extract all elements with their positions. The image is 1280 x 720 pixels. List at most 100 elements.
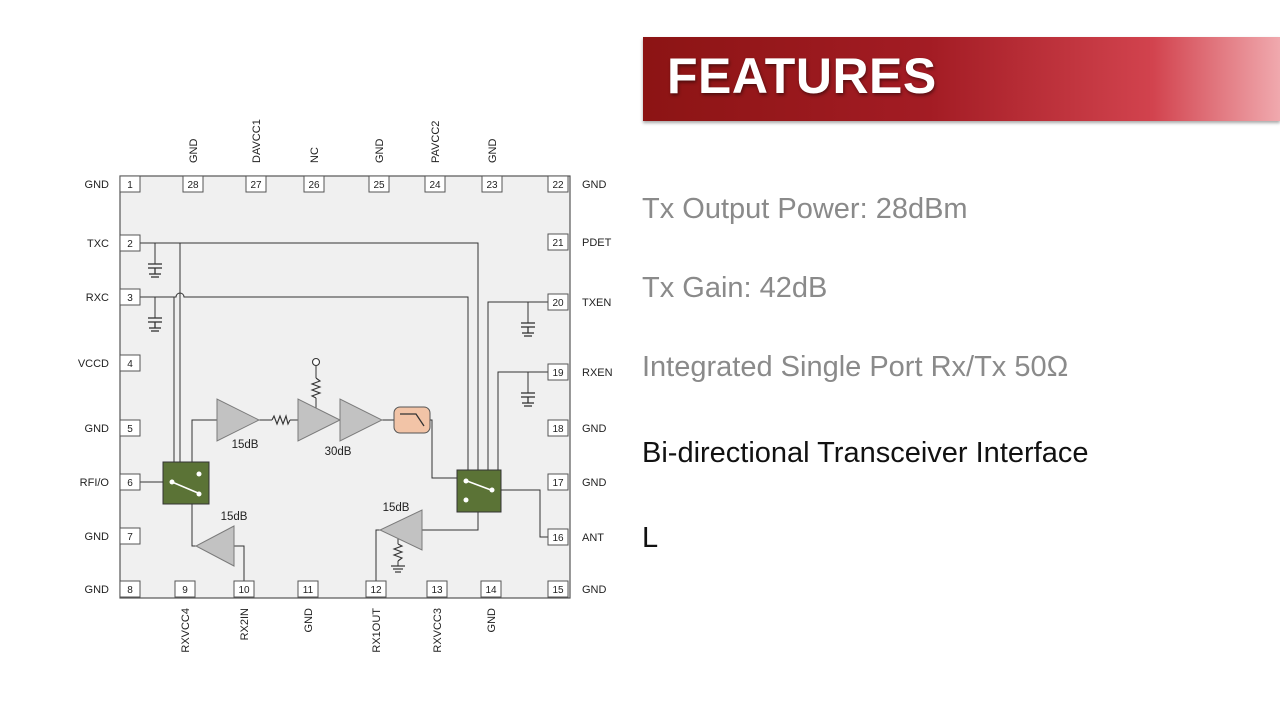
spdt-switch-icon	[162, 461, 210, 505]
pin-16	[547, 528, 569, 546]
pin-number: 24	[429, 180, 441, 191]
pin-6	[119, 473, 141, 491]
pin-number: 14	[485, 585, 497, 596]
pin-number: 18	[552, 424, 564, 435]
pin-number: 2	[127, 239, 133, 250]
pin-number: 16	[552, 533, 564, 544]
gain-label-rx2: 15dB	[221, 511, 248, 523]
pin-number: 7	[127, 532, 133, 543]
pin-2	[119, 234, 141, 252]
amplifier-triangle-icon	[194, 525, 235, 567]
amplifier-triangle-icon	[216, 398, 261, 442]
pin-19	[547, 363, 569, 381]
pin-1	[119, 175, 141, 193]
feature-tx-gain: Tx Gain: 42dB	[642, 272, 828, 304]
pin-number: 17	[552, 478, 564, 489]
capacitor-icon	[521, 392, 535, 407]
pin-8	[119, 580, 141, 598]
pin-number: 26	[308, 180, 320, 191]
pin-label-gnd: GND	[582, 179, 607, 191]
pin-label-txc: TXC	[87, 238, 109, 250]
pin-label-pavcc2: PAVCC2	[430, 121, 442, 163]
pin-28	[182, 175, 204, 193]
pin-23	[481, 175, 503, 193]
pin-label-rx1out: RX1OUT	[371, 608, 383, 653]
amplifier-triangle-icon	[339, 398, 384, 442]
pin-7	[119, 527, 141, 545]
pin-label-rx2in: RX2IN	[239, 608, 251, 640]
pin-number: 9	[182, 585, 188, 596]
pin-label-davcc1: DAVCC1	[251, 119, 263, 163]
pin-number: 27	[250, 180, 262, 191]
pin-label-gnd: GND	[85, 179, 110, 191]
pin-number: 28	[187, 180, 199, 191]
pin-number: 13	[431, 585, 443, 596]
pin-number: 21	[552, 238, 564, 249]
pin-27	[245, 175, 267, 193]
lowpass-filter-icon	[393, 406, 431, 434]
pin-label-rxen: RXEN	[582, 367, 613, 379]
pin-number: 5	[127, 424, 133, 435]
capacitor-icon	[148, 263, 162, 278]
pin-label-gnd: GND	[487, 139, 499, 164]
pin-number: 15	[552, 585, 564, 596]
pin-14	[480, 580, 502, 598]
resistor-icon	[310, 377, 322, 399]
pin-21	[547, 233, 569, 251]
feature-bidirectional: Bi-directional Transceiver Interface	[642, 437, 1089, 469]
pin-25	[368, 175, 390, 193]
pin-22	[547, 175, 569, 193]
pin-label-gnd: GND	[582, 477, 607, 489]
supply-node	[311, 357, 321, 367]
pin-4	[119, 354, 141, 372]
pin-label-gnd: GND	[85, 584, 110, 596]
capacitor-icon	[521, 322, 535, 337]
pin-number: 12	[370, 585, 382, 596]
amplifier-triangle-icon	[297, 398, 342, 442]
gain-label-tx2: 30dB	[325, 446, 352, 458]
pin-12	[365, 580, 387, 598]
pin-17	[547, 473, 569, 491]
feature-integrated-port: Integrated Single Port Rx/Tx 50Ω	[642, 351, 1069, 383]
gain-label-rx1: 15dB	[383, 502, 410, 514]
pin-label-gnd: GND	[85, 531, 110, 543]
banner-title: FEATURES	[667, 48, 937, 104]
pin-20	[547, 293, 569, 311]
pin-label-ant: ANT	[582, 532, 604, 544]
pin-number: 1	[127, 180, 133, 191]
pin-number: 4	[127, 359, 133, 370]
pin-number: 10	[238, 585, 250, 596]
pin-label-rxvcc3: RXVCC3	[432, 608, 444, 653]
pin-label-gnd: GND	[486, 608, 498, 633]
pin-18	[547, 419, 569, 437]
pin-label-gnd: GND	[374, 139, 386, 164]
resistor-icon	[271, 414, 291, 426]
pin-number: 3	[127, 293, 133, 304]
pin-number: 20	[552, 298, 564, 309]
block-diagram: 15dB 30dB 15dB 15dB 1GND2TXC3RXC4VCCD5GN…	[78, 119, 613, 652]
pin-number: 22	[552, 180, 564, 191]
pin-label-nc: NC	[309, 147, 321, 163]
pin-number: 19	[552, 368, 564, 379]
chip-body	[119, 175, 571, 599]
pin-label-vccd: VCCD	[78, 358, 109, 370]
pin-11	[297, 580, 319, 598]
capacitor-icon	[148, 317, 162, 332]
pin-label-txen: TXEN	[582, 297, 611, 309]
pin-number: 23	[486, 180, 498, 191]
pin-number: 6	[127, 478, 133, 489]
features-banner: FEATURES	[643, 37, 1280, 121]
pin-label-gnd: GND	[85, 423, 110, 435]
gain-label-tx1: 15dB	[232, 439, 259, 451]
feature-partial: L	[642, 522, 659, 554]
pin-26	[303, 175, 325, 193]
pin-number: 25	[373, 180, 385, 191]
pin-number: 8	[127, 585, 133, 596]
pin-24	[424, 175, 446, 193]
pin-label-rxc: RXC	[86, 292, 109, 304]
pin-label-gnd: GND	[582, 423, 607, 435]
ground-icon	[391, 565, 405, 573]
pin-label-rxvcc4: RXVCC4	[180, 608, 192, 653]
pin-label-pdet: PDET	[582, 237, 612, 249]
